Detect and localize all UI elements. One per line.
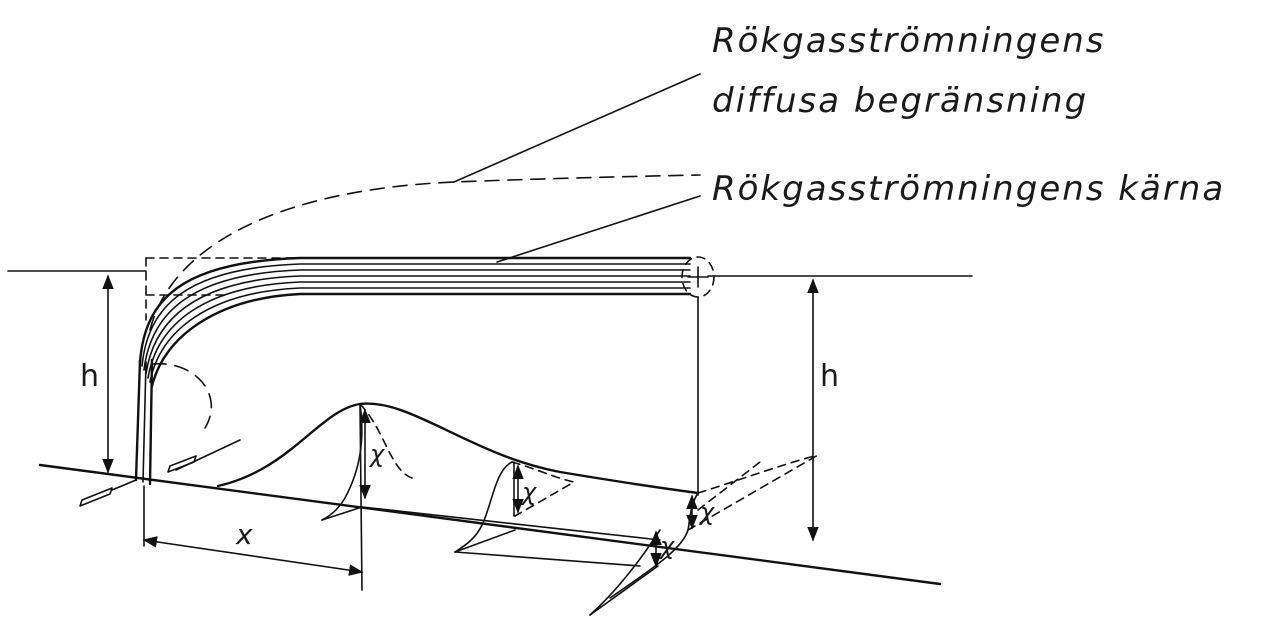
- profile-guide-line-1: [361, 506, 661, 541]
- height-label-right: h: [820, 359, 839, 394]
- concentration-label-4: χ: [658, 532, 675, 560]
- distance-dimension: [142, 485, 364, 576]
- boundary-label-line2: diffusa begränsning: [712, 81, 1088, 121]
- wind-arrow-icon: [79, 439, 241, 507]
- boundary-leader-line: [453, 73, 701, 183]
- ground-concentration-curve: [216, 402, 700, 495]
- height-label-left: h: [80, 359, 99, 394]
- crosswind-profile-2: [454, 461, 575, 553]
- crosswind-profile-1: [321, 403, 413, 591]
- plume-end-section: [681, 256, 715, 298]
- chimney-stack: [134, 358, 154, 486]
- crosswind-profile-4: [589, 529, 662, 616]
- distance-label: x: [235, 518, 253, 551]
- crosswind-profile-3: [609, 454, 819, 599]
- core-leader-line: [496, 195, 701, 263]
- core-label: Rökgasströmningens kärna: [712, 169, 1225, 209]
- boundary-label-line1: Rökgasströmningens: [712, 21, 1106, 61]
- plume-core: [138, 256, 692, 388]
- profile-guide-line-2: [454, 551, 641, 567]
- concentration-label-3: χ: [698, 498, 715, 526]
- concentration-label-2: χ: [520, 478, 537, 506]
- concentration-label-1: χ: [368, 440, 385, 468]
- diffuse-boundary: [149, 174, 701, 429]
- ground-line: [38, 463, 942, 586]
